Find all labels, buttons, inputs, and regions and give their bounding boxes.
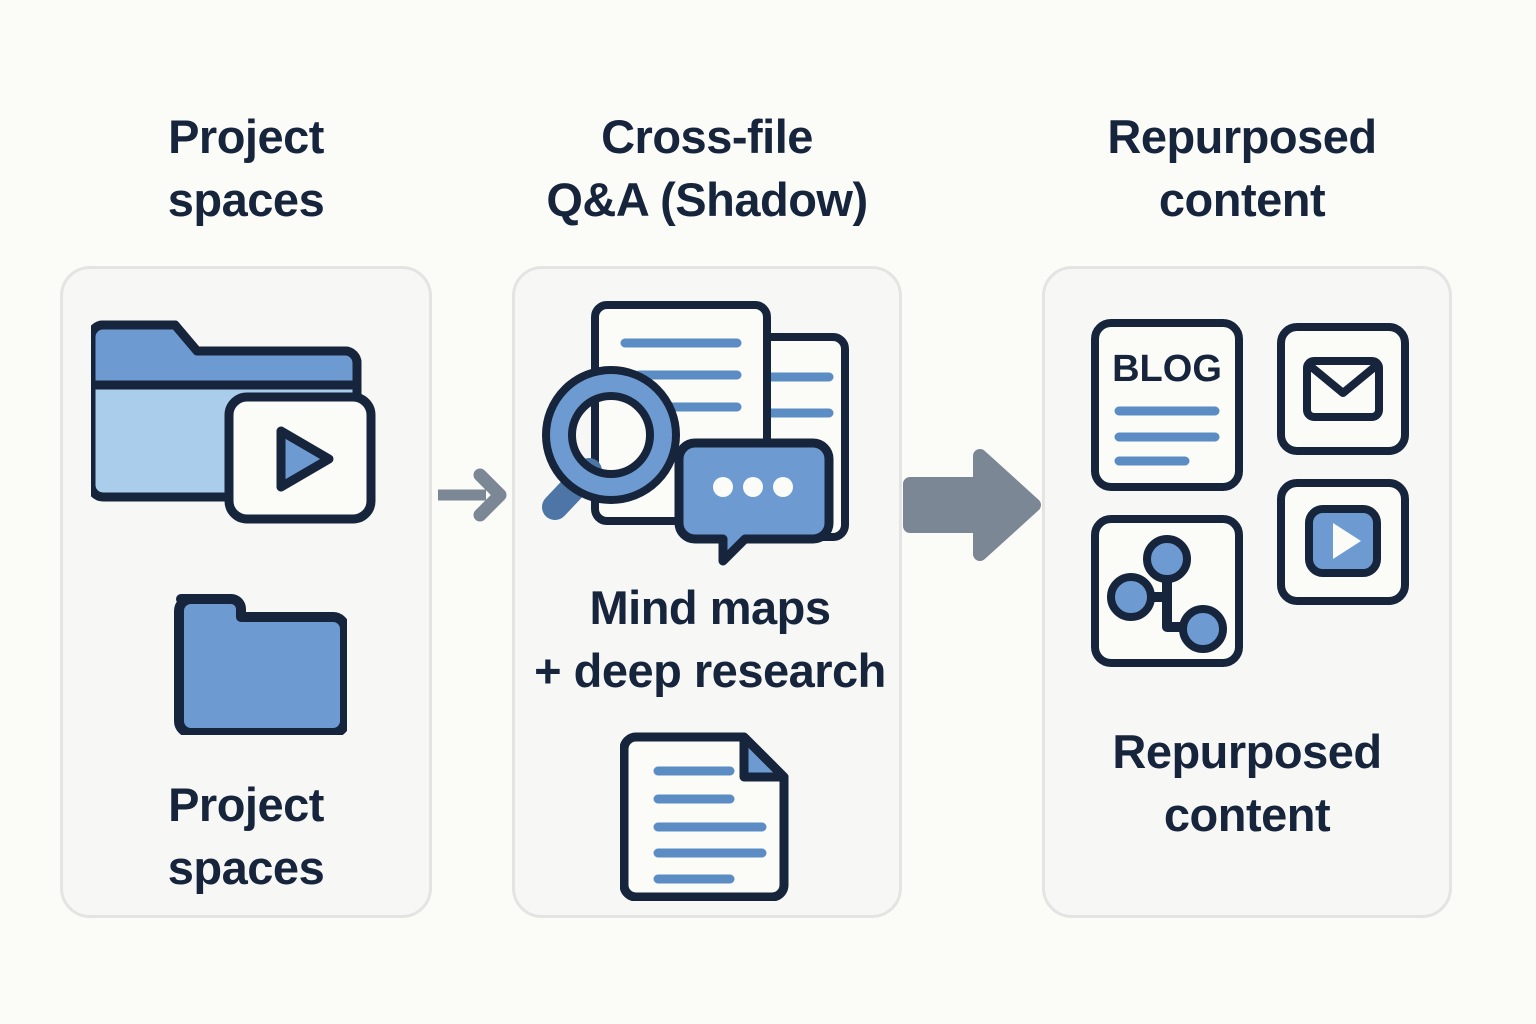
blog-card-label: BLOG <box>1112 348 1222 390</box>
folder-icon <box>171 585 350 740</box>
column-heading-project-spaces: Project spaces <box>167 110 325 226</box>
document-icon <box>619 721 800 906</box>
panel-caption-repurposed-content: Repurposed content <box>1112 725 1382 841</box>
arrow-stage-1-to-2 <box>432 455 512 535</box>
documents-search-chat-icon <box>527 295 887 580</box>
panel-repurposed-content: BLOG <box>1042 266 1452 918</box>
column-heading-cross-file-qa: Cross-file Q&A (Shadow) <box>546 110 868 226</box>
folder-with-video-icon <box>86 305 391 540</box>
blog-card-icon: BLOG <box>1087 315 1247 500</box>
arrow-stage-2-to-3 <box>902 440 1042 570</box>
panel-caption-project-spaces: Project spaces <box>167 778 325 894</box>
panel-caption-cross-file-qa: Mind maps + deep research <box>534 581 886 697</box>
video-card-icon <box>1273 477 1413 612</box>
mind-map-icon <box>1087 511 1247 676</box>
panel-project-spaces: Project spaces <box>60 266 432 918</box>
panel-cross-file-qa: Mind maps + deep research <box>512 266 902 918</box>
email-icon <box>1273 319 1413 464</box>
column-heading-repurposed-content: Repurposed content <box>1107 110 1377 226</box>
